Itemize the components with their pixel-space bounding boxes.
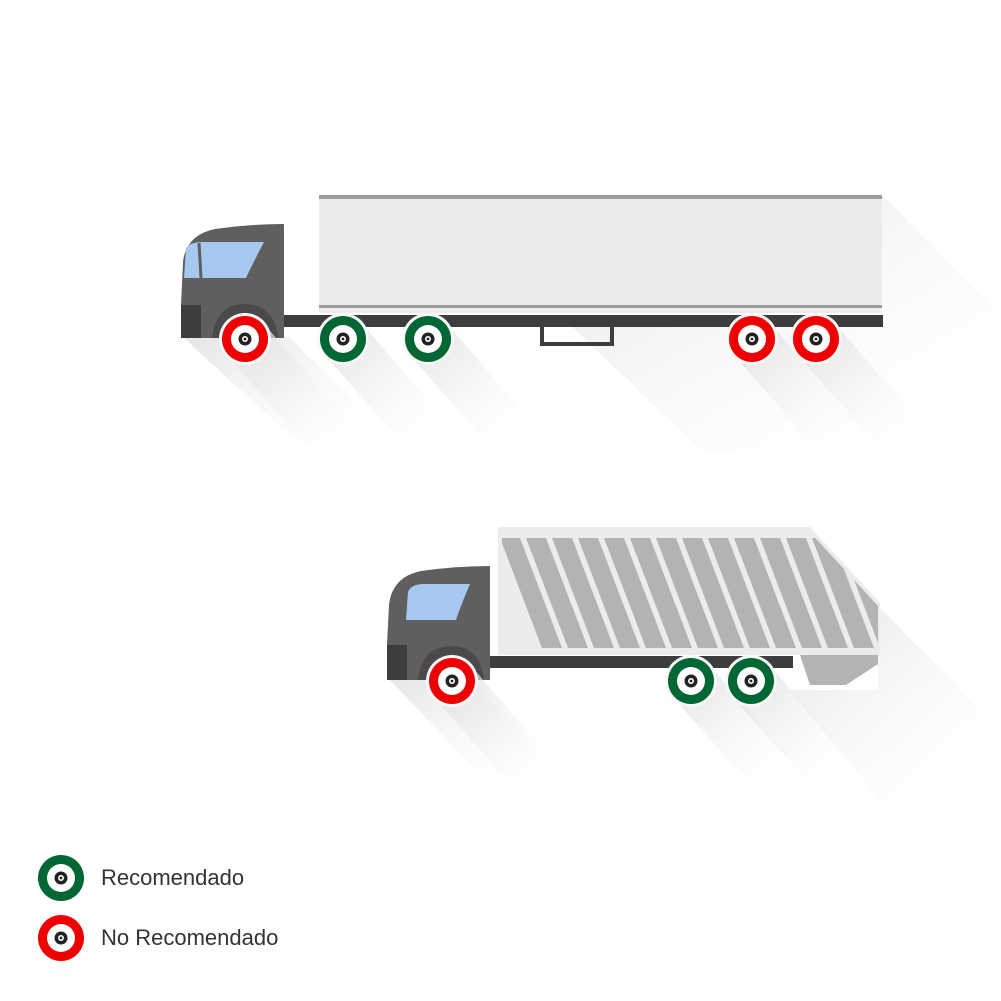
recommended-wheel [402,313,538,444]
red-wheel-icon [38,915,84,961]
container-slat [578,538,640,648]
not-recommended-wheel [426,655,562,786]
cab-window [406,584,470,620]
legend-item-recommended: Recomendado [38,855,244,901]
hub-center [341,337,345,341]
container-slat [502,538,562,648]
hub-center [450,679,454,683]
recommended-wheel [725,655,861,786]
green-wheel-icon [38,855,84,901]
recommended-wheel [317,313,453,444]
cab-bumper [387,645,407,680]
legend-label: No Recomendado [101,925,279,950]
trailer-top-stripe [319,195,882,199]
not-recommended-wheel [726,313,862,444]
recommended-wheel [665,655,801,786]
container-slat [734,538,796,648]
hub-center [750,337,754,341]
container-slat [682,538,744,648]
container-slat [812,538,874,648]
container-slat [708,538,770,648]
container-slat [604,538,666,648]
hub-center [689,679,693,683]
legend-item-not-recommended: No Recomendado [38,915,278,961]
trailer-truck-wheels [219,313,926,444]
trailer-truck [181,195,1001,450]
container-chassis [485,656,793,668]
cab-bumper [181,305,201,338]
hub-center [749,679,753,683]
window-divider [197,242,203,279]
container-truck-wheels [426,655,861,786]
cab-window [184,242,264,278]
not-recommended-wheel [790,313,926,444]
not-recommended-wheel [219,313,355,444]
container-truck [387,527,1001,800]
container-slat [526,538,588,648]
hub-center [243,337,247,341]
trailer-bottom-stripe [319,305,882,308]
container-slat [656,538,718,648]
legend-label: Recomendado [101,865,245,890]
container-slat [786,538,848,648]
rear-hopper [800,655,878,685]
container-slat [552,538,614,648]
container-slat [630,538,692,648]
landing-gear [540,326,614,346]
hub-center [814,337,818,341]
trailer-box [319,195,882,313]
container-slat [760,538,822,648]
hub-center [426,337,430,341]
